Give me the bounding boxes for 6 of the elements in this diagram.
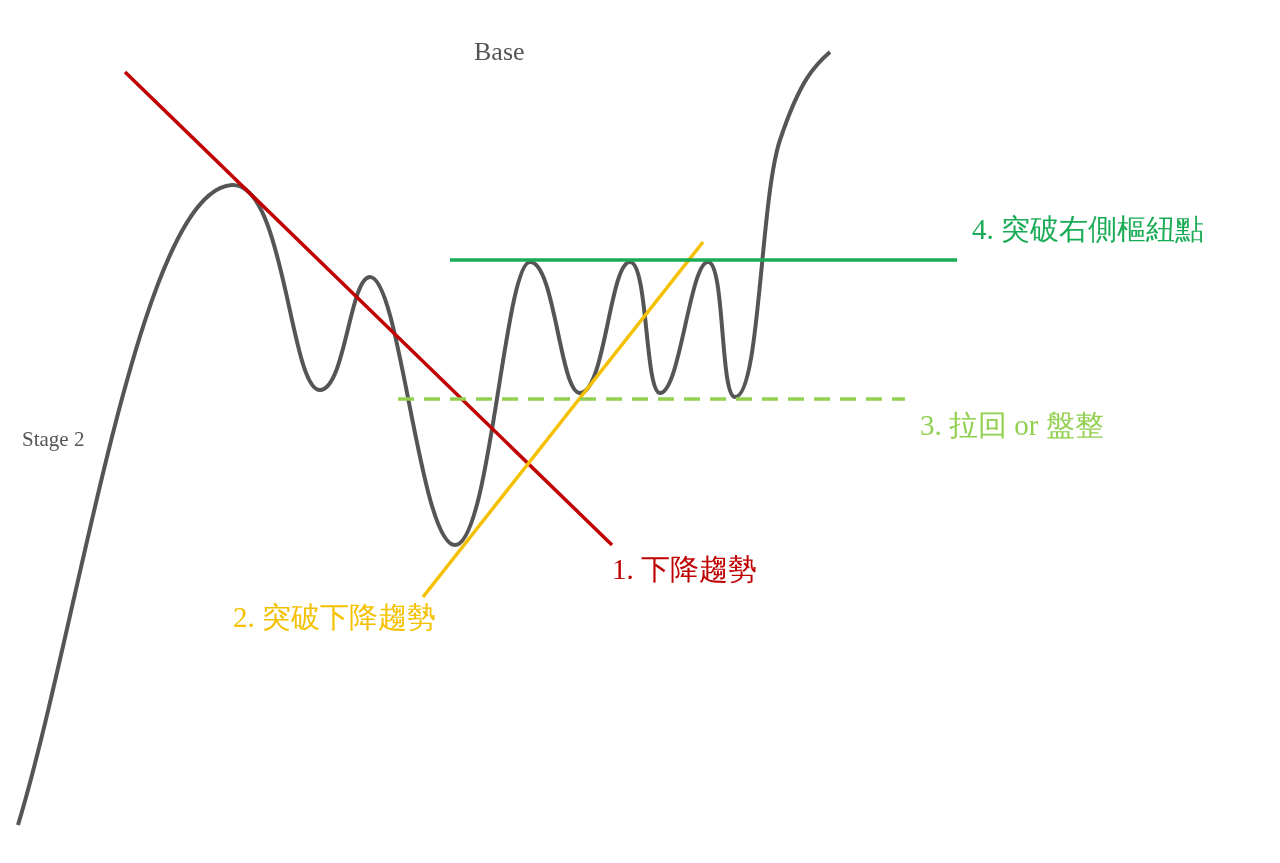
pivot-breakout-label: 4. 突破右側樞紐點: [972, 214, 1204, 246]
trend-breakout-label: 2. 突破下降趨勢: [233, 602, 436, 634]
stage-label: Stage 2: [22, 428, 85, 452]
base-label: Base: [474, 38, 525, 67]
pullback-label: 3. 拉回 or 盤整: [920, 410, 1104, 442]
downtrend-label: 1. 下降趨勢: [612, 554, 757, 586]
